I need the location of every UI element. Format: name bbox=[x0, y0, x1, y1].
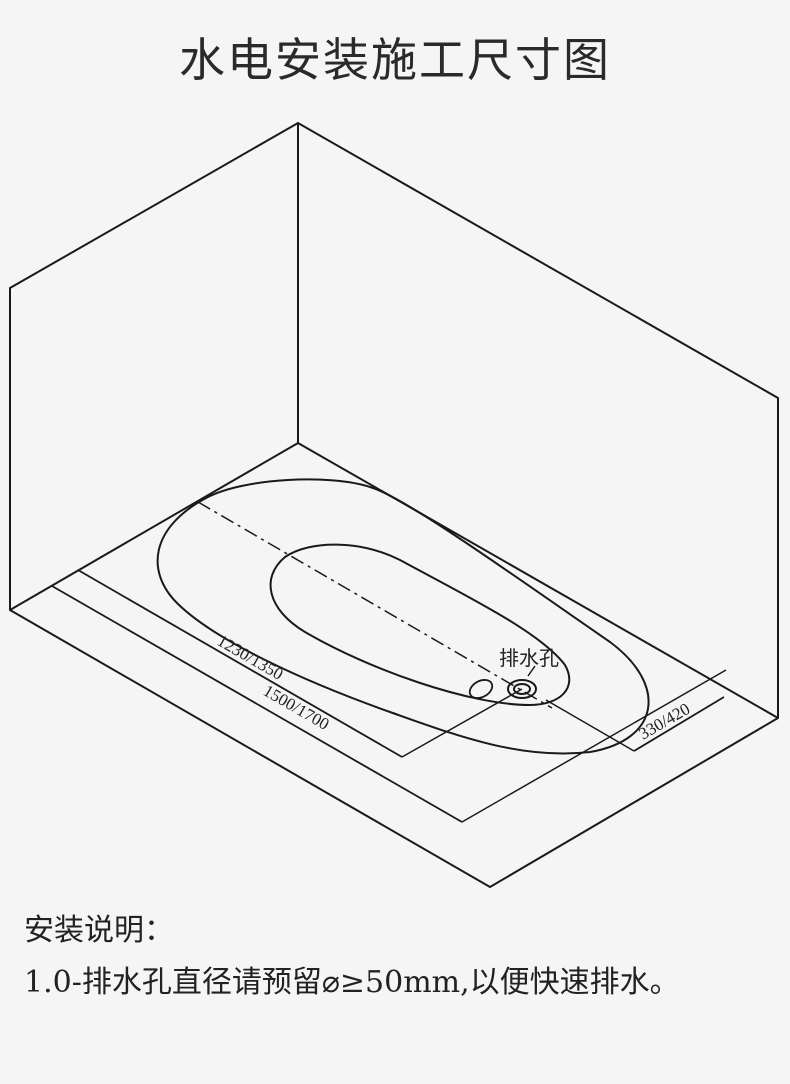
note-item: 1.0-排水孔直径请预留⌀≥50mm,以便快速排水。 bbox=[24, 965, 680, 1000]
room-floor-edge-right bbox=[297, 442, 779, 719]
dim-inner-length-label: 1230/1350 bbox=[214, 631, 286, 684]
dim-outer-length-ext bbox=[461, 669, 727, 823]
dim-inner-length-ext bbox=[401, 688, 523, 758]
notes-heading: 安装说明： bbox=[24, 913, 174, 948]
drain-hole-outer bbox=[507, 679, 537, 699]
dim-inner-length-line bbox=[77, 569, 403, 758]
installation-notes: 安装说明： 1.0-排水孔直径请预留⌀≥50mm,以便快速排水。 bbox=[24, 905, 784, 1001]
room-back-wall bbox=[9, 122, 779, 888]
bathtub-outer-rim bbox=[156, 478, 650, 755]
dim-outer-length-line bbox=[51, 585, 463, 823]
dim-width-ext bbox=[633, 696, 725, 752]
drain-hole-inner bbox=[513, 683, 531, 695]
drain-label-leader bbox=[527, 665, 536, 677]
overflow-hole bbox=[468, 679, 494, 699]
page-title: 水电安装施工尺寸图 bbox=[179, 33, 611, 87]
center-axis-line bbox=[197, 501, 553, 709]
dim-width-line bbox=[545, 699, 635, 752]
room-floor-edge-left bbox=[9, 442, 299, 611]
drain-hole-label: 排水孔 bbox=[499, 646, 559, 670]
bathtub-inner-basin bbox=[269, 543, 571, 706]
